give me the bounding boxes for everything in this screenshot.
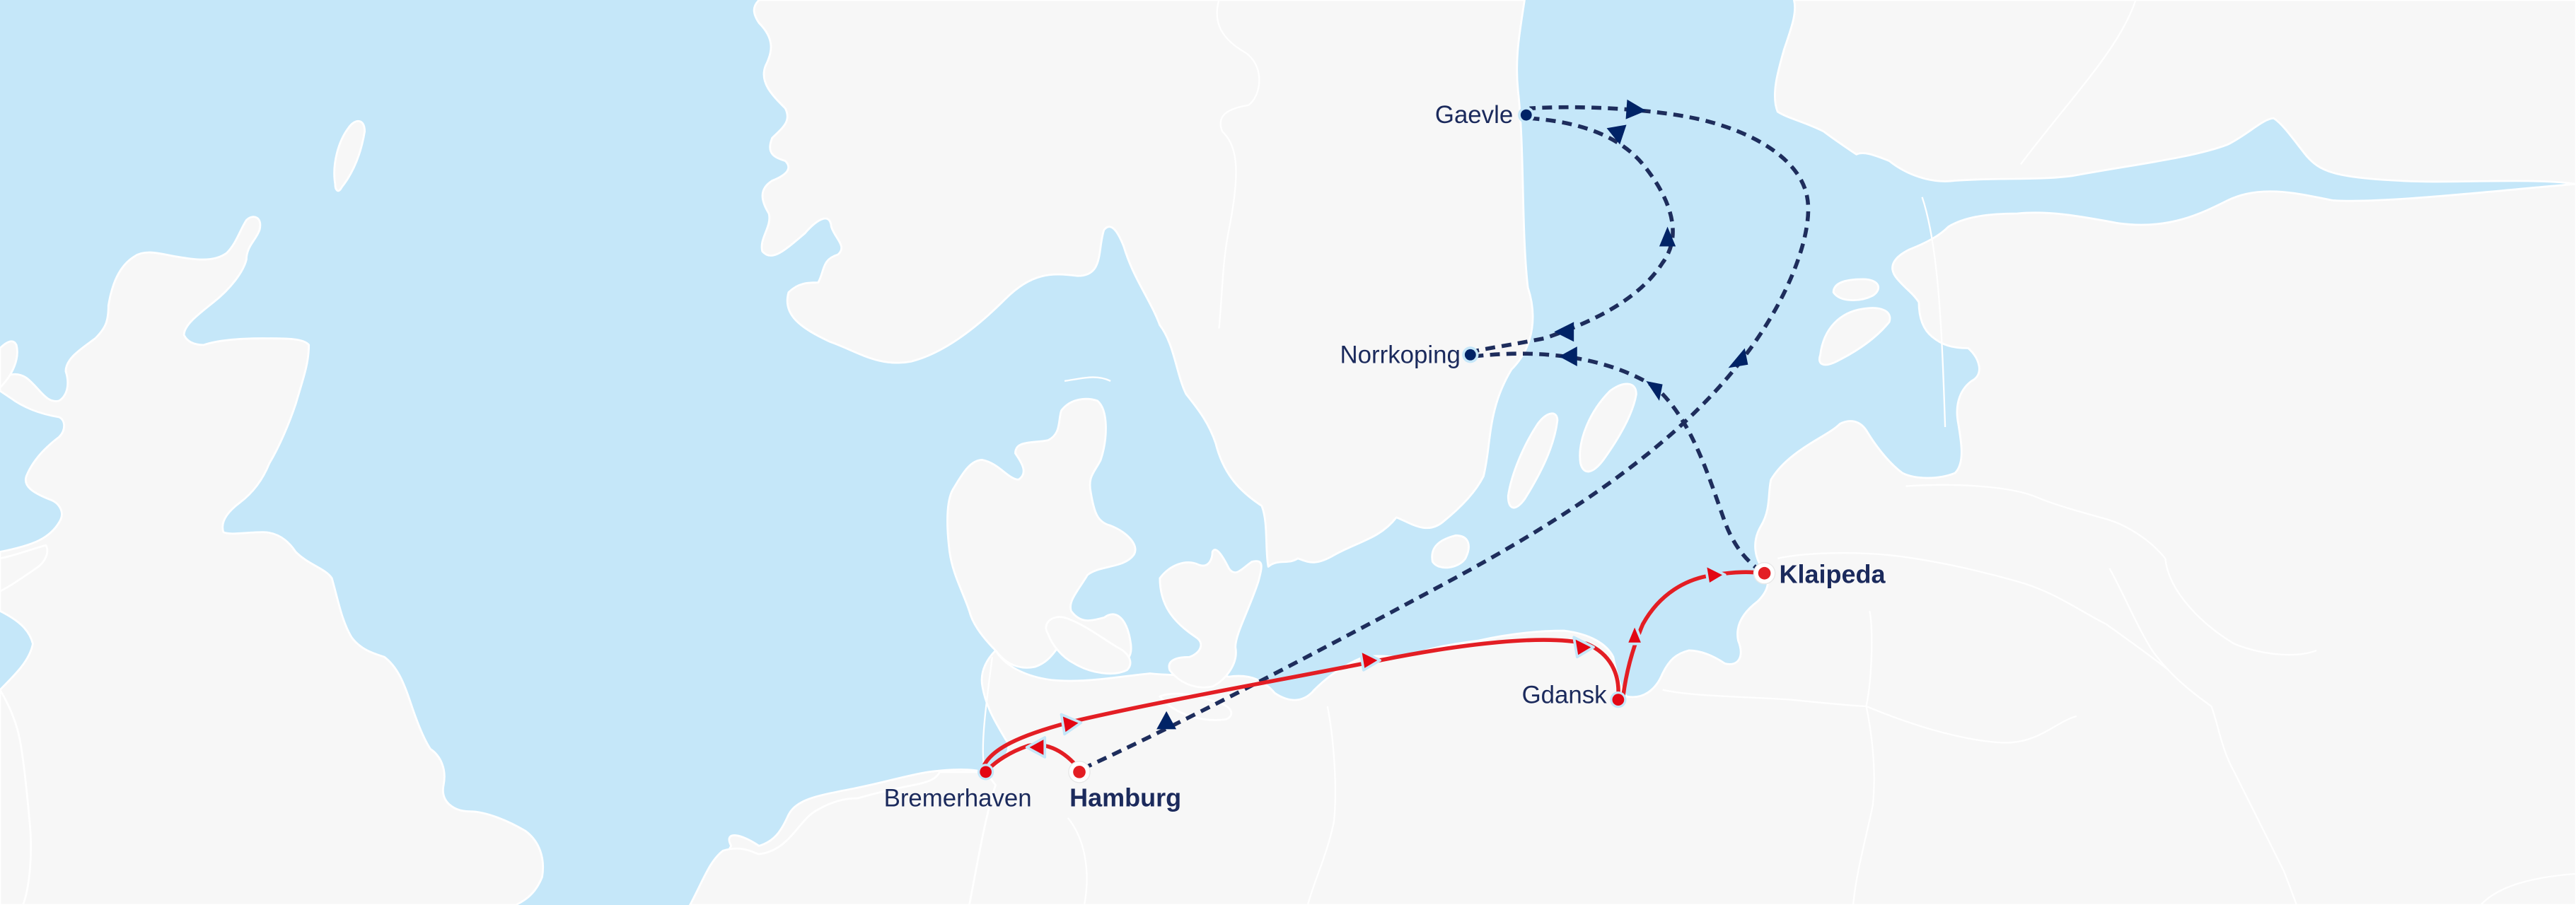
land-west-fragment-2 <box>0 544 49 592</box>
country-borders <box>982 0 2576 905</box>
land-finland <box>1773 0 2576 185</box>
red-arrowheads <box>1025 564 1727 759</box>
arrow-icon <box>1704 564 1727 586</box>
arrow-icon <box>1625 99 1647 119</box>
land-saaremaa <box>1818 307 1891 366</box>
land-hiiumaa <box>1832 278 1880 302</box>
land-shetland <box>333 119 366 192</box>
arrow-icon <box>1606 124 1627 145</box>
land-netherlands <box>689 771 997 905</box>
port-label-gaevle: Gaevle <box>1435 101 1513 129</box>
land-bornholm <box>1431 534 1470 569</box>
port-dot-icon <box>1612 694 1625 706</box>
port-label-hamburg: Hamburg <box>1069 783 1181 812</box>
port-gaevle[interactable]: Gaevle <box>1435 101 1535 129</box>
route-gaevle-norrkoping <box>1473 116 1675 354</box>
port-klaipeda[interactable]: Klaipeda <box>1753 560 1886 589</box>
arrow-icon <box>1156 711 1177 730</box>
port-dot-icon <box>1758 566 1771 580</box>
port-label-klaipeda: Klaipeda <box>1779 560 1886 589</box>
port-markers: Gaevle Norrkoping Klaipeda Gdansk Bremer… <box>884 101 1886 812</box>
land-great-britain <box>0 216 544 905</box>
port-bremerhaven[interactable]: Bremerhaven <box>884 764 1032 812</box>
land-west-fragment <box>0 340 18 389</box>
arrow-icon <box>1625 622 1644 646</box>
arrow-icon <box>1554 322 1574 342</box>
port-label-bremerhaven: Bremerhaven <box>884 785 1032 812</box>
land-gotland <box>1579 383 1637 473</box>
arrow-icon <box>1025 736 1047 759</box>
land-oland <box>1507 412 1559 509</box>
arrow-icon <box>1359 649 1381 672</box>
arrow-icon <box>1572 636 1595 659</box>
port-label-gdansk: Gdansk <box>1522 681 1608 708</box>
port-dot-icon <box>1073 766 1086 778</box>
arrow-icon <box>1659 226 1676 247</box>
port-dot-icon <box>1520 109 1532 121</box>
land-ireland <box>0 689 33 905</box>
port-dot-icon <box>1464 349 1476 361</box>
port-gdansk[interactable]: Gdansk <box>1522 681 1627 708</box>
port-label-norrkoping: Norrkoping <box>1340 341 1461 368</box>
arrow-icon <box>1728 348 1748 368</box>
arrow-icon <box>1646 380 1663 401</box>
arrow-icon <box>1559 346 1577 367</box>
port-hamburg[interactable]: Hamburg <box>1068 761 1181 812</box>
land-scandinavia <box>753 0 1534 568</box>
route-norrkoping-klaipeda <box>1473 351 1763 573</box>
land-funen <box>1045 616 1132 675</box>
port-norrkoping[interactable]: Norrkoping <box>1340 341 1479 368</box>
route-gdansk-klaipeda <box>1621 570 1762 697</box>
land-zealand <box>1159 549 1263 689</box>
port-dot-icon <box>980 766 992 778</box>
navy-arrowheads <box>1156 99 1748 730</box>
arrow-icon <box>1060 713 1083 736</box>
